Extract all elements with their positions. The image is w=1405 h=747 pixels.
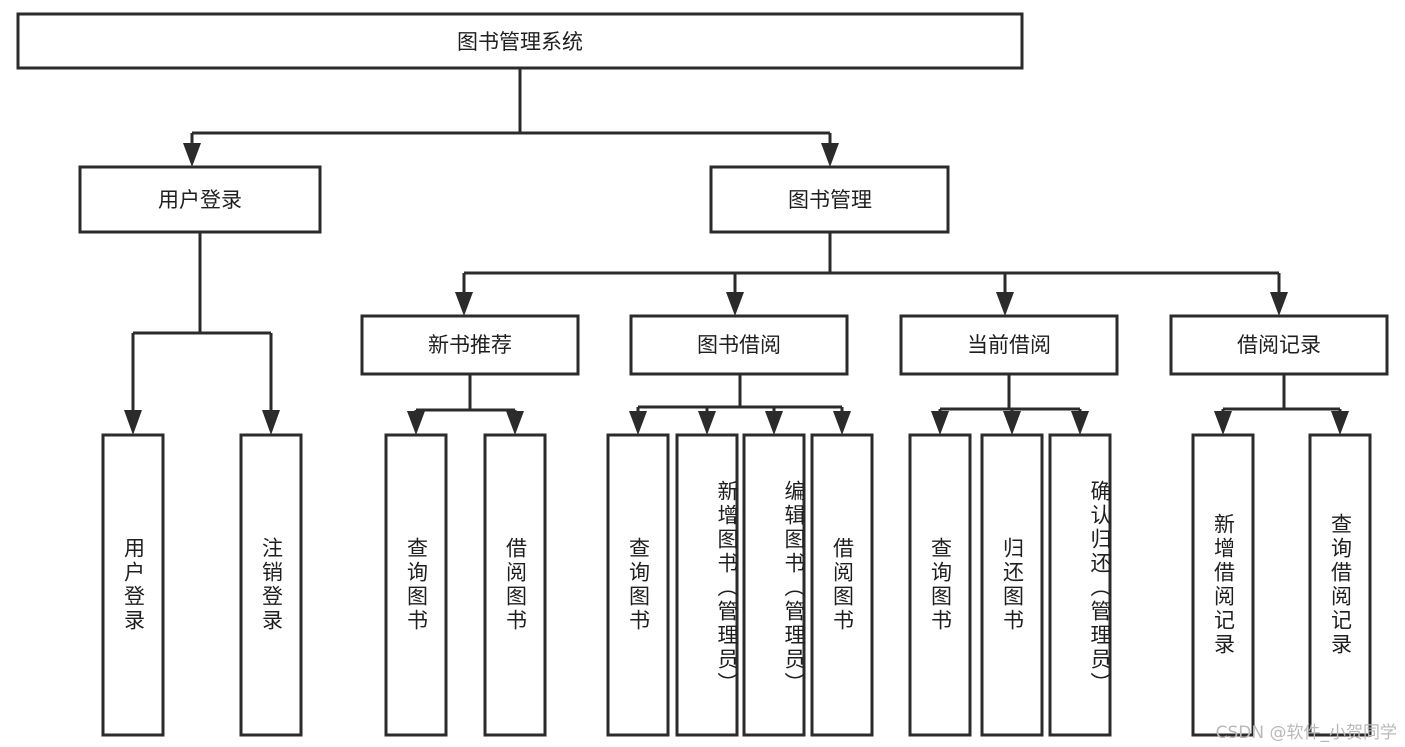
connectors-borrow-record-to-leaves <box>1214 374 1349 435</box>
leaf-box-user-login[interactable] <box>101 433 165 737</box>
node-current-borrow[interactable]: 当前借阅 <box>899 314 1119 376</box>
node-current-borrow-box[interactable] <box>899 314 1119 376</box>
leaf-box-add-borrow-record[interactable] <box>1191 433 1255 737</box>
leaf-box-return-book[interactable] <box>980 433 1044 737</box>
node-book-borrow-label: 图书借阅 <box>697 333 781 357</box>
connectors-current-borrow-to-leaves <box>931 374 1089 435</box>
leaf-box-edit-book-admin[interactable] <box>742 433 806 737</box>
node-book-management-box[interactable] <box>709 165 950 234</box>
node-root-label: 图书管理系统 <box>457 30 583 54</box>
node-borrow-record-box[interactable] <box>1169 314 1389 376</box>
arrow-head-leaf-edit-book-admin <box>765 411 783 435</box>
node-borrow-record[interactable]: 借阅记录 <box>1169 314 1389 376</box>
arrow-head-leaf-user-login <box>124 410 142 435</box>
arrow-head-leaf-add-borrow-record <box>1214 411 1232 435</box>
node-new-book-recommend-label: 新书推荐 <box>428 333 512 357</box>
arrow-head-user-login <box>183 143 201 167</box>
leaf-box-add-book-admin[interactable] <box>675 433 739 737</box>
arrow-head-leaf-query-book-recommend <box>407 411 425 435</box>
leaf-boxes <box>101 433 1372 737</box>
arrow-head-leaf-confirm-return-admin <box>1071 411 1089 435</box>
arrow-head-leaf-borrow-book-recommend <box>506 411 524 435</box>
arrow-head-leaf-query-book-current <box>931 411 949 435</box>
leaf-box-query-book-recommend[interactable] <box>384 433 448 737</box>
csdn-watermark: CSDN @软件_小贺同学 <box>1215 723 1397 743</box>
arrow-head-leaf-return-book <box>1003 411 1021 435</box>
node-book-borrow[interactable]: 图书借阅 <box>629 314 849 376</box>
node-book-borrow-box[interactable] <box>629 314 849 376</box>
node-root[interactable]: 图书管理系统 <box>16 12 1024 70</box>
leaf-box-logout-login[interactable] <box>239 433 303 737</box>
arrow-head-borrow-record <box>1270 292 1288 316</box>
connectors-new-book-recommend-to-leaves <box>407 374 524 435</box>
arrow-head-new-book-recommend <box>455 292 473 316</box>
arrow-head-current-borrow <box>996 292 1014 316</box>
arrow-head-leaf-query-borrow-record <box>1331 411 1349 435</box>
node-user-login-box[interactable] <box>78 165 322 234</box>
leaf-box-query-borrow-record[interactable] <box>1308 433 1372 737</box>
node-new-book-recommend-box[interactable] <box>360 314 580 376</box>
arrow-head-leaf-borrow-book-borrow <box>833 411 851 435</box>
arrow-head-leaf-query-book-borrow <box>629 411 647 435</box>
connectors-user-login-to-leaves <box>124 232 280 435</box>
node-book-management-label: 图书管理 <box>788 188 872 212</box>
node-root-box[interactable] <box>16 12 1024 70</box>
leaf-box-confirm-return-admin[interactable] <box>1048 433 1112 737</box>
node-user-login-label: 用户登录 <box>158 188 242 212</box>
leaf-box-query-book-current[interactable] <box>908 433 972 737</box>
connectors-book-management-to-level3 <box>455 232 1288 316</box>
arrow-head-leaf-logout-login <box>262 410 280 435</box>
connectors-root-to-level2 <box>183 68 839 167</box>
arrow-head-book-borrow <box>726 292 744 316</box>
leaf-box-query-book-borrow[interactable] <box>606 433 670 737</box>
arrow-head-leaf-add-book-admin <box>698 411 716 435</box>
node-current-borrow-label: 当前借阅 <box>967 333 1051 357</box>
node-borrow-record-label: 借阅记录 <box>1237 333 1321 357</box>
node-book-management[interactable]: 图书管理 <box>709 165 950 234</box>
connectors-book-borrow-to-leaves <box>629 374 851 435</box>
leaf-box-borrow-book-recommend[interactable] <box>483 433 547 737</box>
arrow-head-book-management <box>821 143 839 167</box>
leaf-box-borrow-book-borrow[interactable] <box>810 433 874 737</box>
node-user-login[interactable]: 用户登录 <box>78 165 322 234</box>
node-new-book-recommend[interactable]: 新书推荐 <box>360 314 580 376</box>
